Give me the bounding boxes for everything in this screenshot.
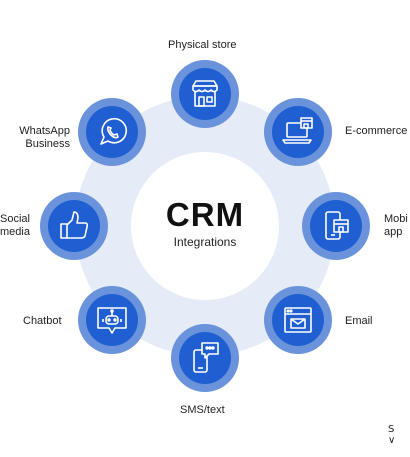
laptop-shop-icon: [282, 117, 313, 144]
whatsapp-icon: [100, 117, 128, 145]
label-ecommerce: E-commerce: [345, 125, 408, 137]
label-email: Email: [345, 315, 373, 327]
robot-chat-icon: [97, 307, 127, 334]
label-physical-store: Physical store: [168, 39, 237, 51]
brand-mark: S ∨: [388, 424, 398, 446]
center-title: CRM: [165, 196, 245, 233]
thumbs-up-icon: [60, 211, 89, 239]
node-whatsapp: [78, 98, 146, 166]
label-sms: SMS/text: [180, 404, 225, 416]
node-physical-store: [171, 60, 239, 128]
node-chatbot: [78, 286, 146, 354]
node-social: [40, 192, 108, 260]
email-window-icon: [284, 307, 312, 333]
phone-message-icon: [193, 342, 219, 373]
store-icon: [192, 80, 218, 107]
node-email: [264, 286, 332, 354]
label-chatbot: Chatbot: [23, 315, 62, 327]
center-disc: [131, 152, 279, 300]
node-sms: [171, 324, 239, 392]
label-mobile-app: Mobi app: [384, 213, 408, 238]
center-subtitle: Integrations: [173, 235, 237, 249]
label-social: Social media: [0, 213, 30, 238]
label-whatsapp: WhatsApp Business: [19, 125, 70, 150]
node-ecommerce: [264, 98, 332, 166]
mobile-shop-icon: [325, 211, 349, 240]
node-mobile-app: [302, 192, 370, 260]
